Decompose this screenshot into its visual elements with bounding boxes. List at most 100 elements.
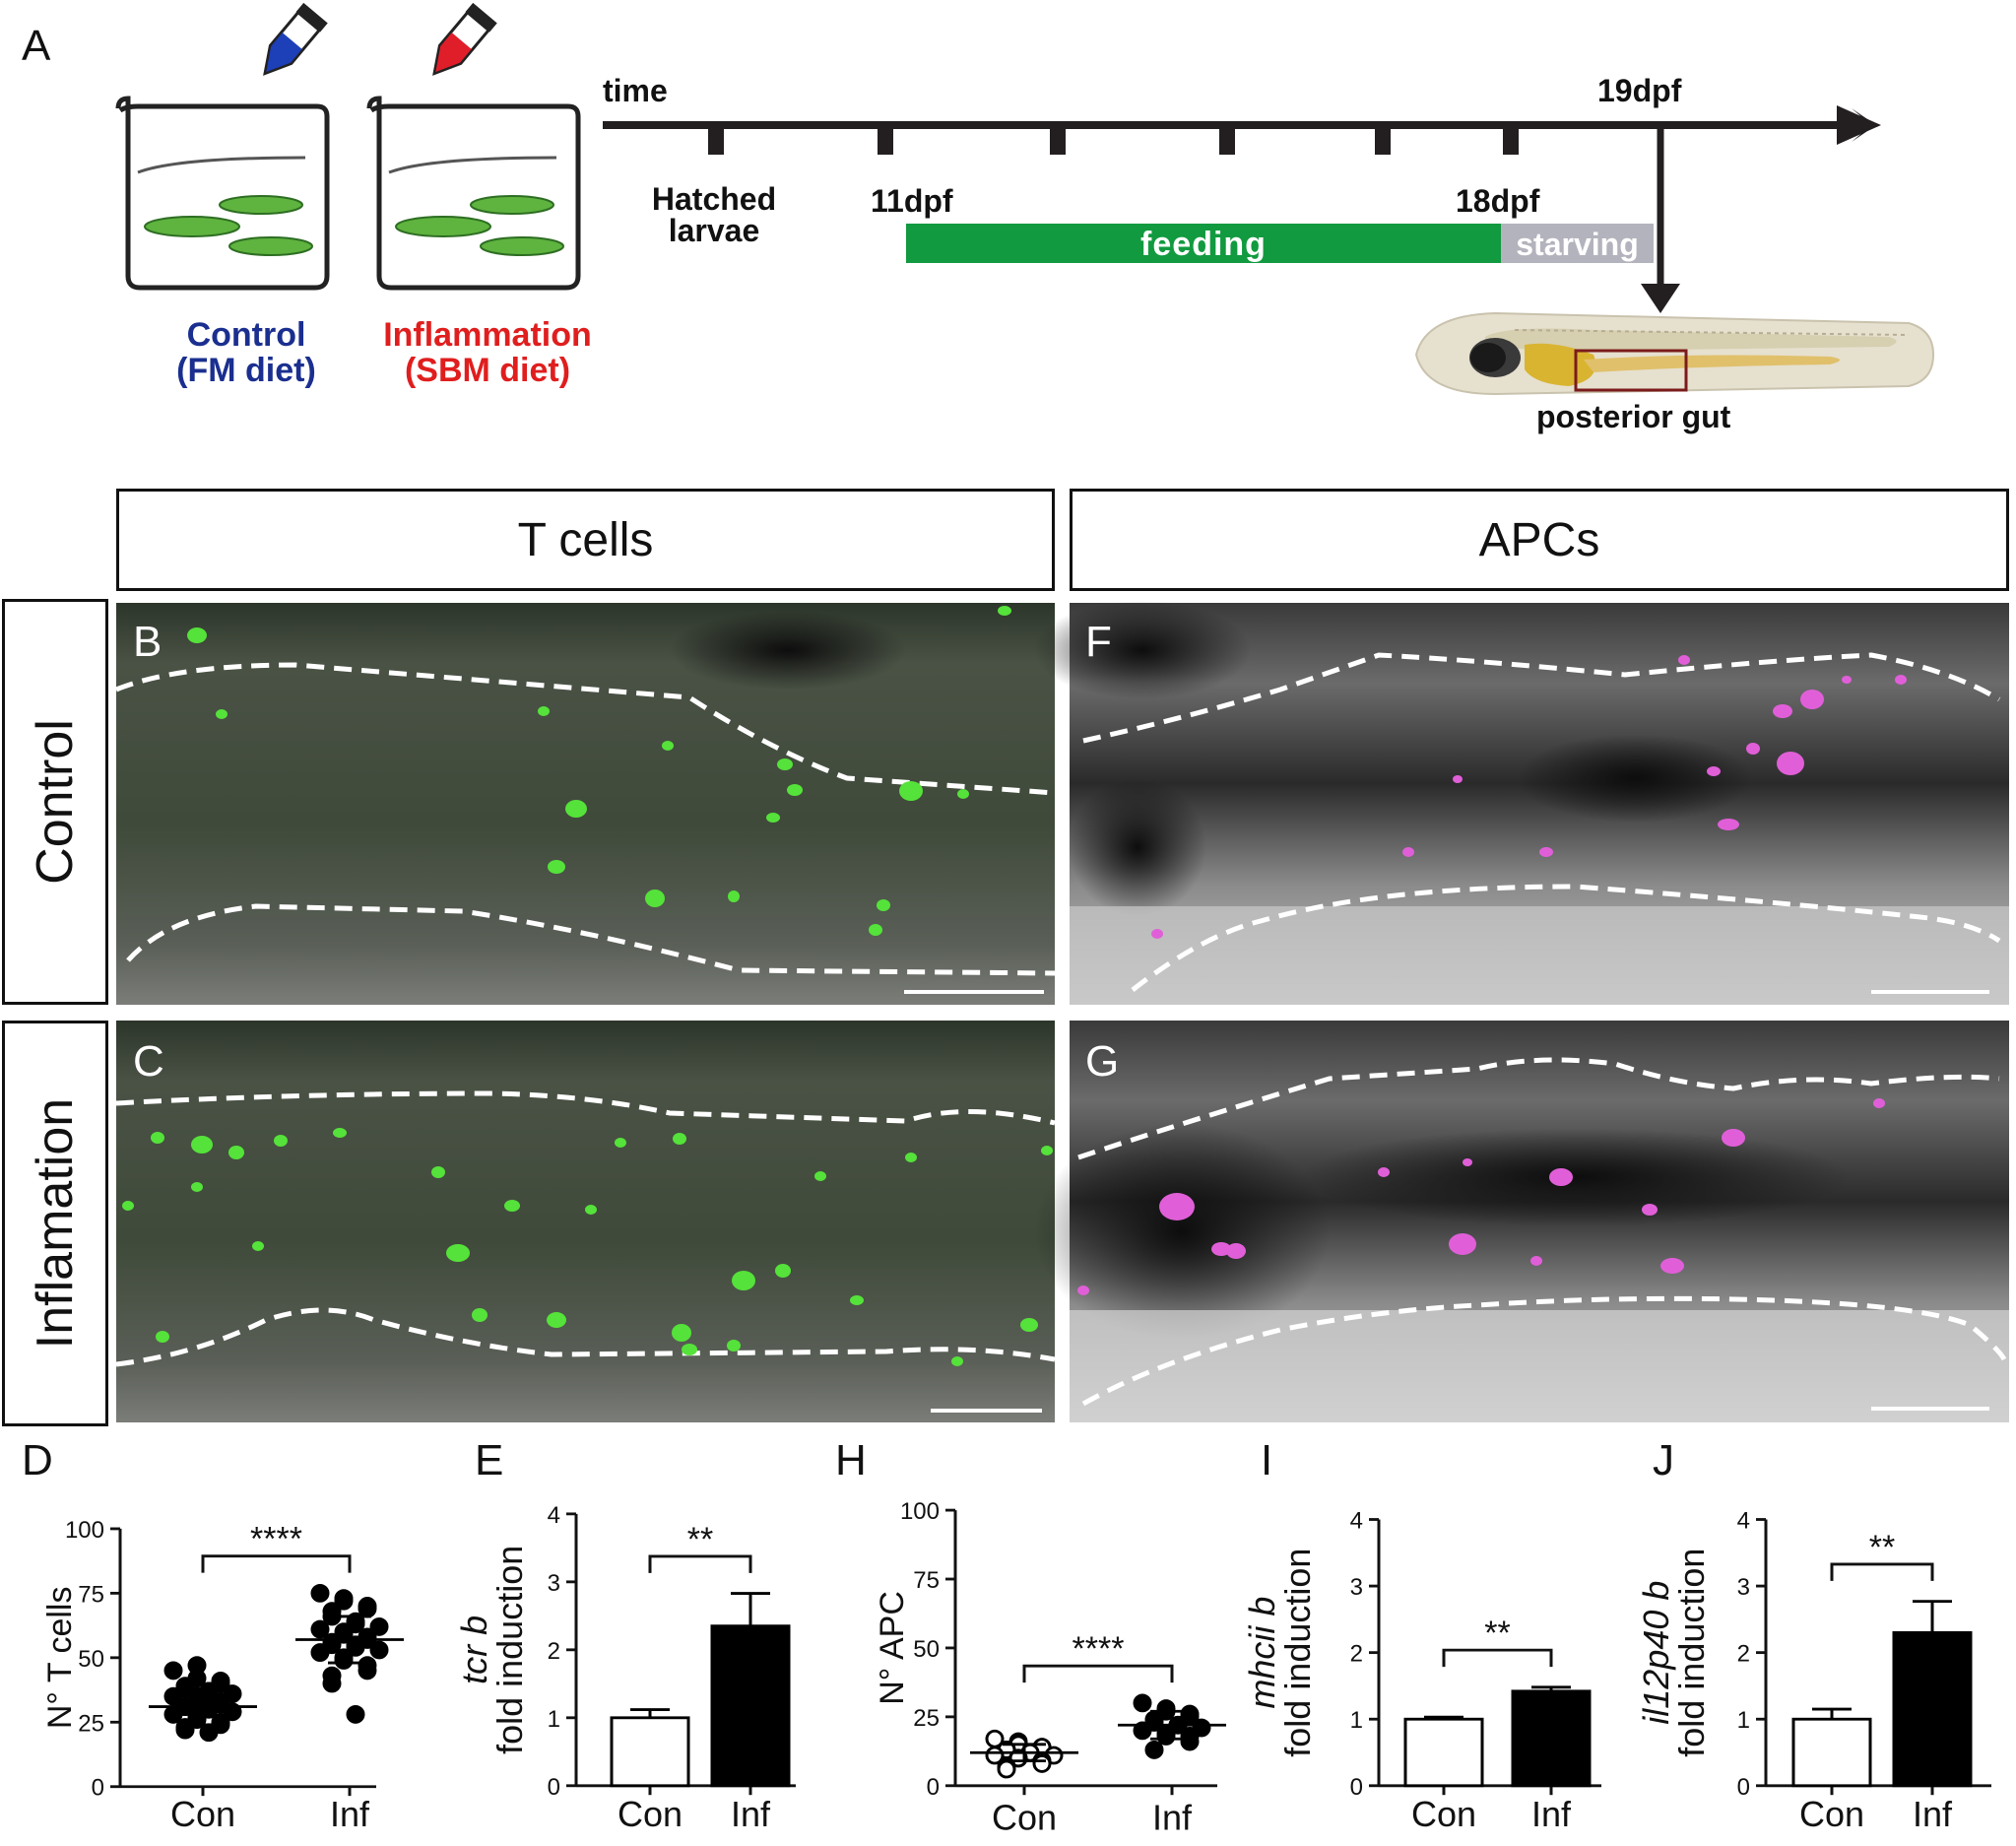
panel-letter-a: A: [22, 22, 51, 70]
tick-13dpf: [1050, 125, 1066, 155]
panel-letter-b: B: [133, 618, 162, 666]
data-point: [1133, 1693, 1152, 1713]
significance-stars: ****: [250, 1521, 302, 1558]
tick-15dpf: [1219, 125, 1235, 155]
y-tick-label: 100: [65, 1517, 104, 1544]
y-tick-label: 2: [1737, 1641, 1750, 1668]
y-axis-label-text: N° APC: [874, 1591, 911, 1705]
y-axis-label-gene: tcr b: [454, 1615, 494, 1684]
data-point: [369, 1640, 389, 1660]
panel-letter-i: I: [1261, 1436, 1273, 1484]
bar-inf: [710, 1624, 791, 1788]
starving-label: starving: [1516, 227, 1639, 262]
tick-18dpf: [1503, 125, 1519, 155]
micrograph-g: G: [1034, 1021, 2009, 1422]
y-tick-label: 4: [1737, 1508, 1750, 1535]
row-box-control: Control: [2, 599, 108, 1005]
data-point: [322, 1674, 342, 1693]
header-apcs-label: APCs: [1478, 513, 1600, 566]
y-axis-label: N° T cells: [41, 1587, 79, 1730]
y-tick-label: 0: [1350, 1774, 1363, 1801]
hatched-line1: Hatched: [651, 181, 777, 217]
tick-17dpf: [1375, 125, 1391, 155]
y-tick-label: 1: [548, 1706, 560, 1733]
panel-letter-c: C: [133, 1037, 164, 1086]
panel-letter-d: D: [22, 1436, 53, 1484]
category-label: Inf: [1152, 1798, 1193, 1838]
y-axis-label-text: N° T cells: [41, 1587, 79, 1730]
inflammation-diet-line1: Inflammation: [383, 316, 592, 354]
y-tick-label: 0: [548, 1774, 560, 1801]
y-tick-label: 0: [92, 1775, 104, 1802]
sampling-arrowhead: [1641, 284, 1680, 313]
header-apcs: APCs: [1070, 489, 2009, 591]
inflammation-diet-label: Inflammation (SBM diet): [350, 317, 625, 388]
tick-11dpf: [878, 125, 893, 155]
category-label: Con: [170, 1794, 235, 1834]
y-axis-label: N° APC: [874, 1591, 911, 1705]
significance-stars: ****: [1073, 1630, 1125, 1668]
19dpf-label: 19dpf: [1597, 73, 1682, 108]
inflammation-diet-line2: (SBM diet): [404, 352, 571, 389]
data-point: [346, 1705, 365, 1724]
y-tick-label: 4: [1350, 1508, 1363, 1535]
18dpf-label: 18dpf: [1456, 183, 1540, 219]
control-tube-icon: [263, 2, 328, 76]
bar-inf: [1511, 1689, 1592, 1788]
y-tick-label: 3: [1737, 1574, 1750, 1601]
data-point: [358, 1661, 377, 1681]
bar-inf: [1892, 1630, 1973, 1788]
data-point: [310, 1583, 330, 1603]
significance-bracket: [1442, 1648, 1553, 1668]
category-label: Con: [1799, 1794, 1864, 1834]
control-beaker-icon: [115, 96, 330, 291]
diet-beakers-illustration: [115, 2, 581, 291]
posterior-gut-label: posterior gut: [1536, 399, 1731, 434]
y-tick-label: 0: [927, 1774, 940, 1801]
category-label: Inf: [1531, 1794, 1572, 1834]
inflammation-beaker-icon: [366, 96, 581, 291]
data-point: [358, 1599, 377, 1618]
y-tick-label: 2: [548, 1638, 560, 1665]
significance-stars: **: [687, 1521, 713, 1558]
y-tick-label: 50: [78, 1646, 104, 1673]
posterior-gut-box: [1574, 349, 1688, 392]
hatched-line2: larvae: [668, 213, 760, 248]
y-tick-label: 3: [548, 1570, 560, 1597]
inflammation-tube-icon: [432, 2, 497, 76]
micrograph-c: C: [115, 1021, 1056, 1422]
y-tick-label: 25: [913, 1705, 940, 1732]
y-axis-label-gene: il12p40 b: [1636, 1581, 1676, 1725]
panel-letter-f: F: [1085, 618, 1112, 666]
y-tick-label: 50: [913, 1636, 940, 1663]
data-point: [310, 1643, 330, 1663]
header-t-cells-label: T cells: [517, 513, 654, 566]
y-tick-label: 1: [1350, 1707, 1363, 1734]
y-tick-label: 3: [1350, 1574, 1363, 1601]
y-tick-label: 1: [1737, 1707, 1750, 1734]
zebrafish-larva-illustration: [1414, 311, 1935, 396]
bar-con: [610, 1716, 690, 1788]
category-label: Con: [1411, 1794, 1476, 1834]
micrograph-b: B: [115, 603, 1056, 1005]
tick-hatched: [708, 125, 724, 155]
data-point: [334, 1591, 354, 1611]
significance-bracket: [648, 1554, 752, 1573]
significance-stars: **: [1869, 1529, 1895, 1566]
bar-con: [1791, 1717, 1872, 1788]
category-label: Con: [618, 1794, 683, 1834]
feeding-label: feeding: [1140, 226, 1267, 263]
control-diet-line2: (FM diet): [176, 352, 316, 389]
y-tick-label: 100: [900, 1498, 940, 1525]
y-tick-label: 75: [78, 1581, 104, 1608]
significance-stars: **: [1484, 1615, 1510, 1652]
y-tick-label: 4: [548, 1502, 560, 1529]
data-point: [1180, 1732, 1200, 1751]
